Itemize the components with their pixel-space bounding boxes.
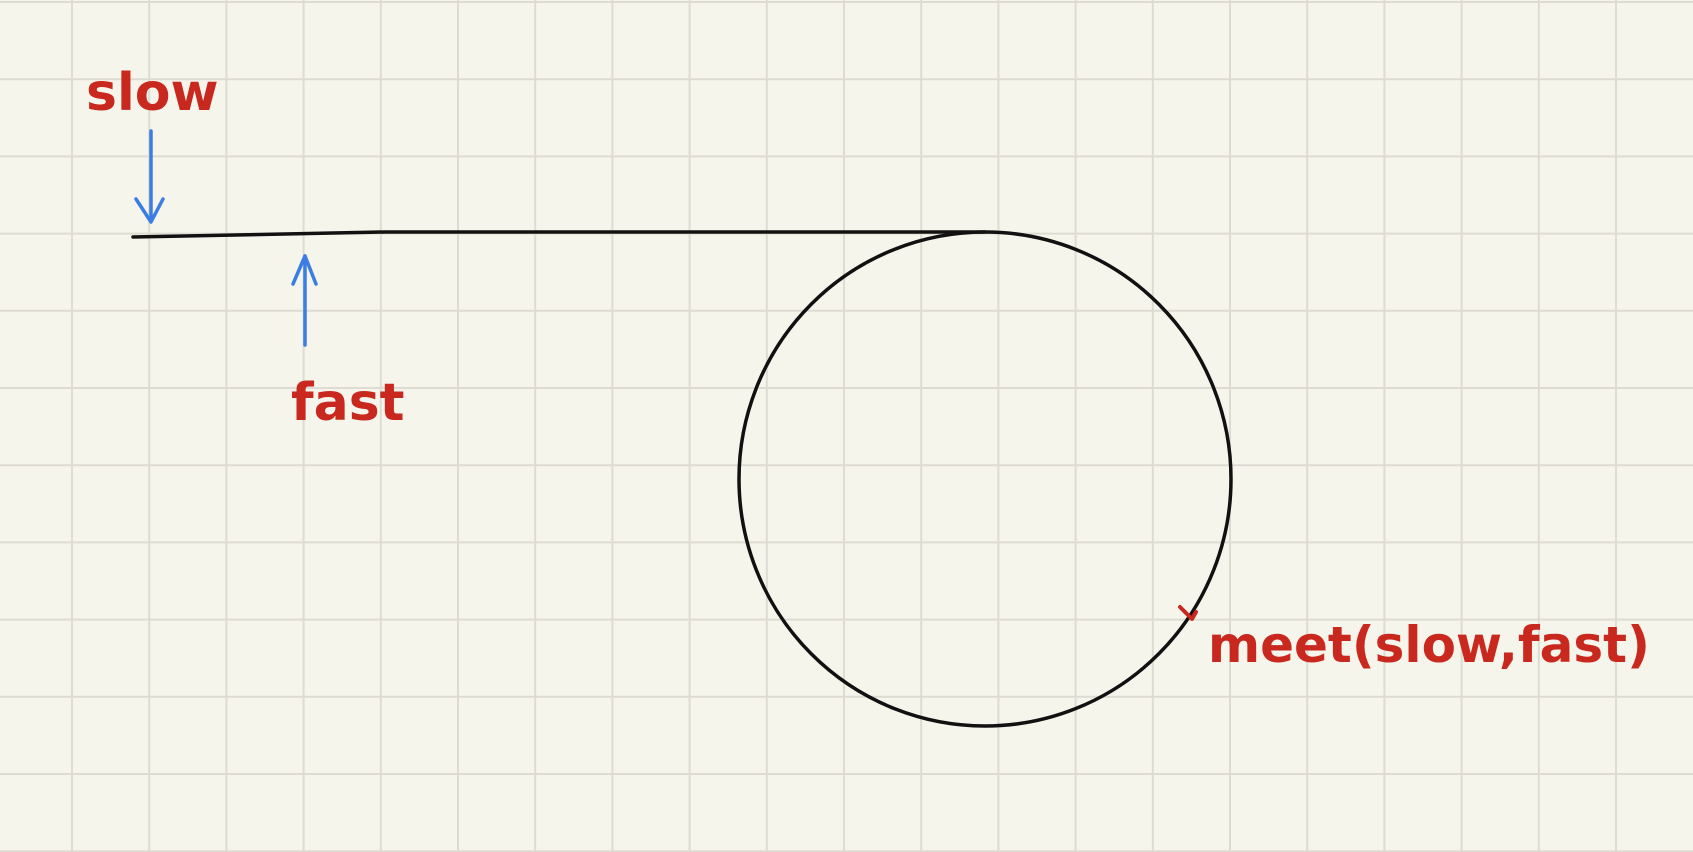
fast-pointer-arrow <box>291 254 318 347</box>
fast-label: fast <box>291 373 405 433</box>
meet-point-mark <box>1178 605 1198 621</box>
slow-pointer-arrow <box>134 129 165 224</box>
meet-label: meet(slow,fast) <box>1208 616 1650 674</box>
slow-label: slow <box>86 63 219 123</box>
list-tail-line <box>131 230 987 239</box>
cycle-loop <box>737 230 1233 728</box>
